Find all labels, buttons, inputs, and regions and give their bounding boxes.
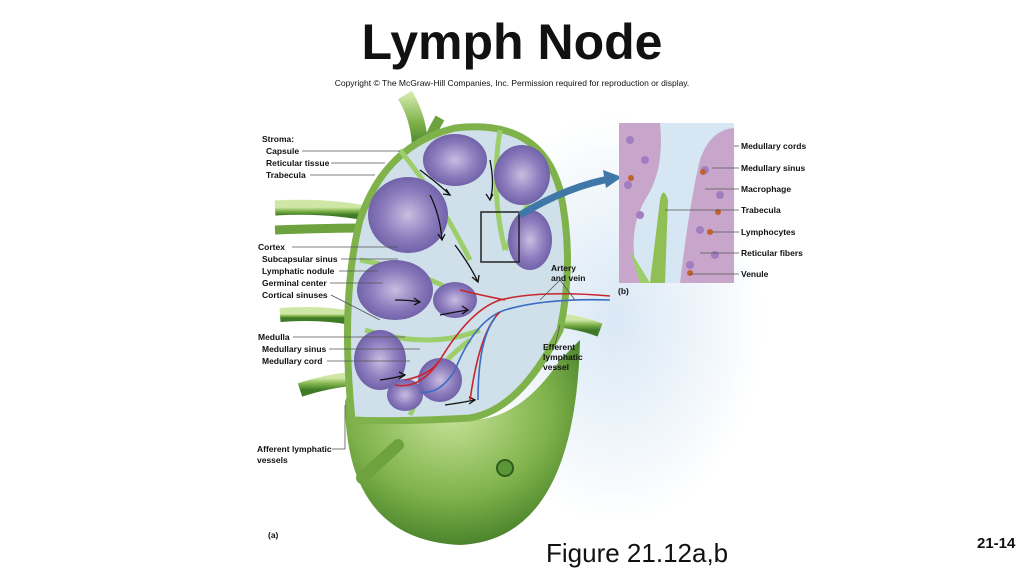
label-efferent-line3: vessel (543, 362, 569, 372)
label-trabecula: Trabecula (266, 170, 306, 180)
vessel-opening (496, 459, 514, 477)
label-medullary-cord: Medullary cord (262, 356, 323, 366)
label-reticular-tissue: Reticular tissue (266, 158, 330, 168)
label-lymphatic-nodule: Lymphatic nodule (262, 266, 335, 276)
label-medulla: Medulla (258, 332, 290, 342)
label-cortical-sinuses: Cortical sinuses (262, 290, 328, 300)
bottom-vessel (356, 439, 404, 484)
label-artery-line1: Artery (551, 263, 577, 273)
label-capsule: Capsule (266, 146, 300, 156)
magnification-arrow-head (603, 170, 622, 188)
micrograph-panel-b (619, 123, 734, 283)
magnification-box (480, 211, 520, 263)
label-efferent-line1: Efferent (543, 342, 576, 352)
label-medullary-sinus: Medullary sinus (262, 344, 327, 354)
label-b-medullary-cords: Medullary cords (741, 141, 807, 151)
blood-vessels (394, 289, 611, 401)
flow-arrows (379, 159, 494, 406)
copyright-notice: Copyright © The McGraw-Hill Companies, I… (334, 78, 690, 88)
label-b-medullary-sinus: Medullary sinus (741, 163, 806, 173)
label-afferent-line1: Afferent lymphatic (257, 444, 332, 454)
label-artery-line2: and vein (551, 273, 586, 283)
label-stroma: Stroma: (262, 134, 295, 144)
label-afferent-line2: vessels (257, 455, 288, 465)
node-base (345, 340, 580, 545)
label-b-trabecula: Trabecula (741, 205, 781, 215)
label-b-macrophage: Macrophage (741, 184, 792, 194)
panel-b-tag: (b) (618, 286, 629, 296)
page-number: 21-14 (977, 535, 1016, 552)
panel-a-tag: (a) (268, 530, 279, 540)
label-b-reticular-fibers: Reticular fibers (741, 248, 803, 258)
label-subcapsular-sinus: Subcapsular sinus (262, 254, 338, 264)
label-b-venule: Venule (741, 269, 769, 279)
slide-title: Lymph Node (361, 14, 663, 70)
label-efferent-line2: lymphatic (543, 352, 583, 362)
figure-caption: Figure 21.12a,b (546, 538, 729, 568)
label-cortex: Cortex (258, 242, 285, 252)
label-b-lymphocytes: Lymphocytes (741, 227, 796, 237)
leader-lines (292, 145, 739, 450)
label-germinal-center: Germinal center (262, 278, 327, 288)
